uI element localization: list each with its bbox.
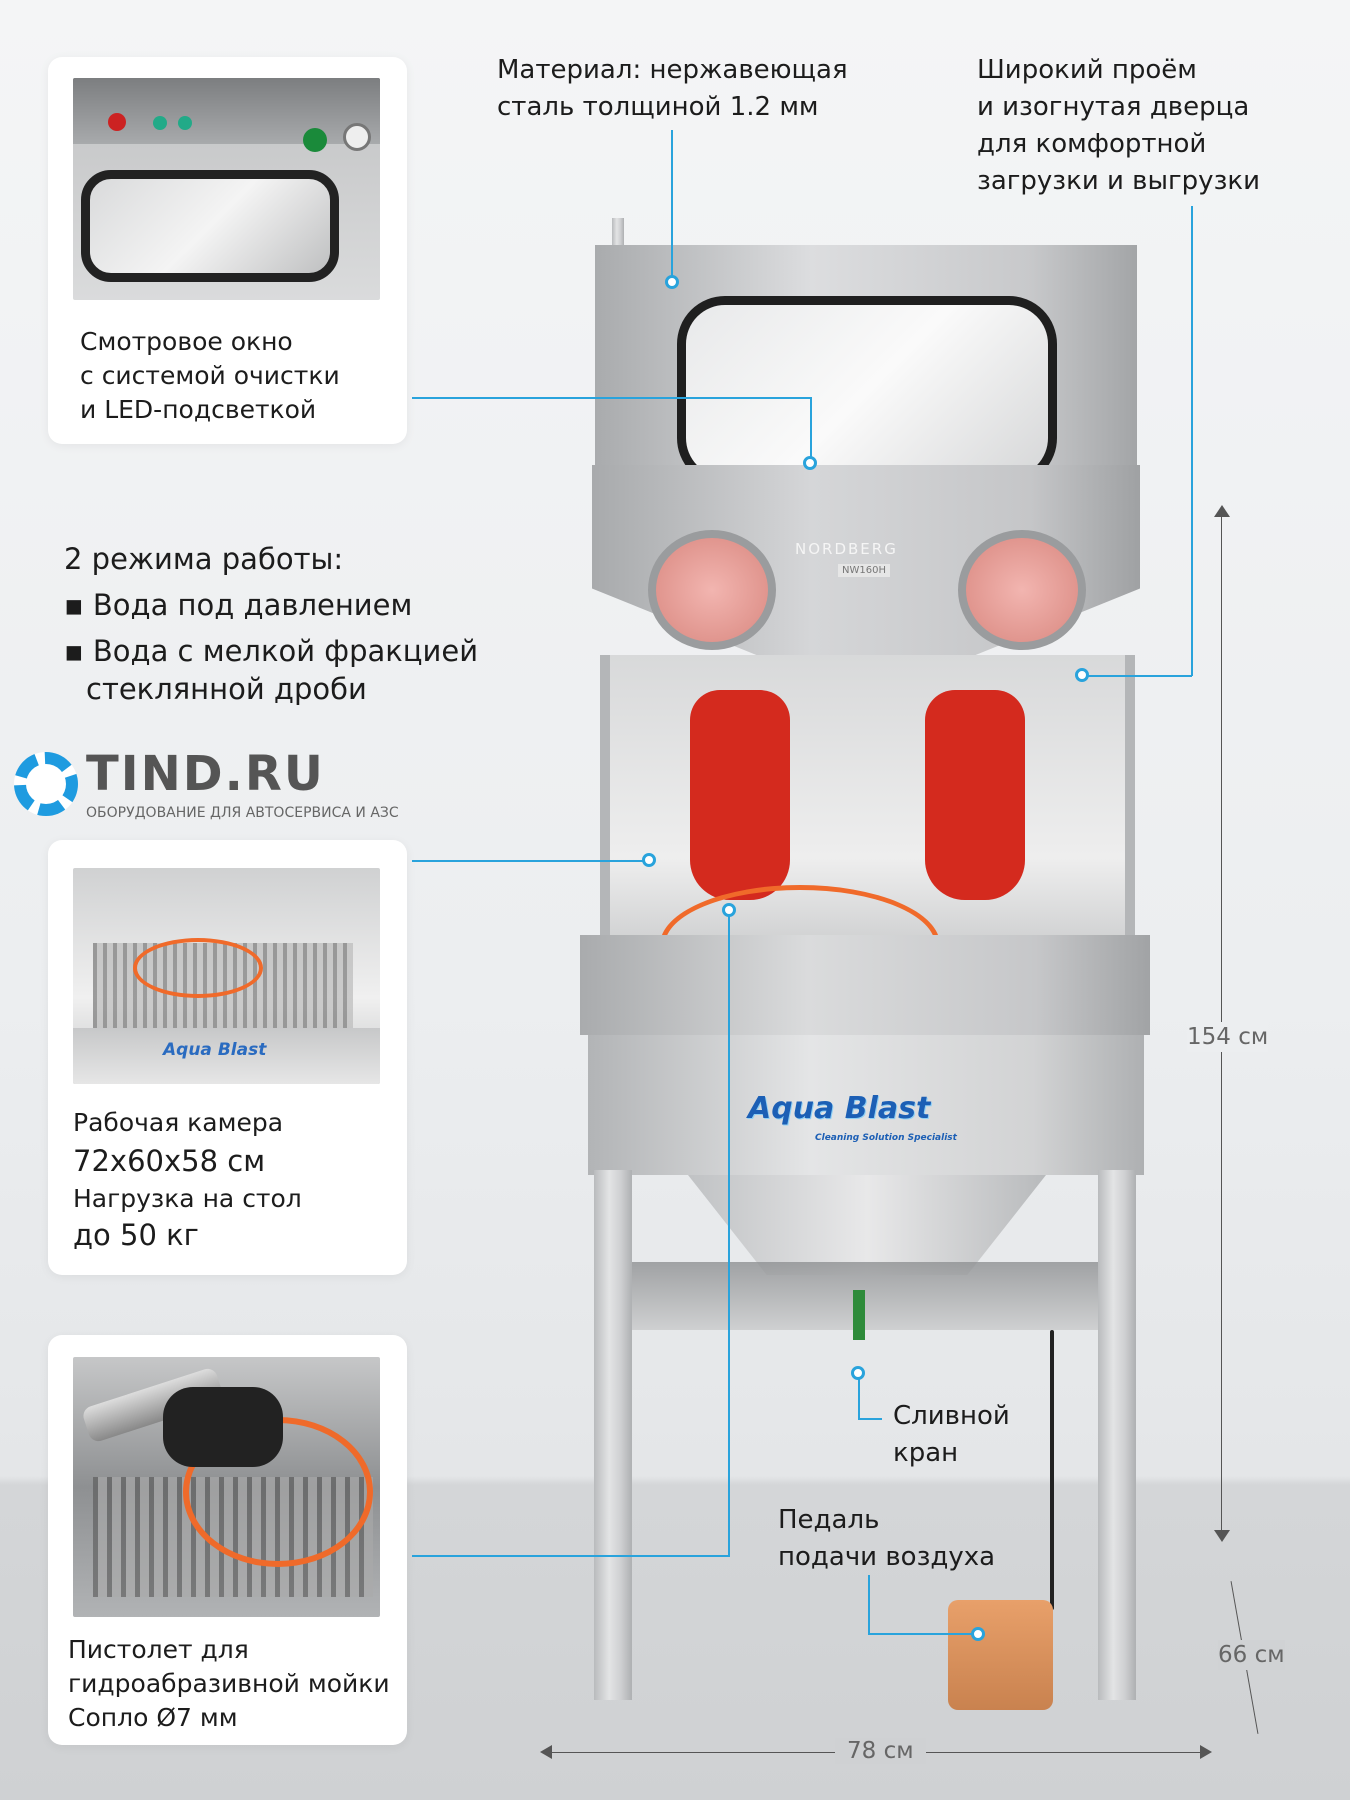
aqua-blast-tagline: Cleaning Solution Specialist: [815, 1133, 957, 1143]
viewing-window: [677, 296, 1057, 486]
hopper: [688, 1175, 1046, 1275]
chamber-label: Рабочая камера: [73, 1108, 284, 1137]
window-caption-line: и LED-подсветкой: [80, 395, 317, 424]
watermark-tagline: ОБОРУДОВАНИЕ ДЛЯ АВТОСЕРВИСА И АЗС: [86, 805, 399, 821]
gun-caption-line: гидроабразивной мойки: [68, 1669, 390, 1698]
spray-gun-photo: [73, 1357, 380, 1617]
material-caption-line: Материал: нержавеющая: [497, 55, 848, 85]
glove-left: [690, 690, 790, 900]
leg: [594, 1170, 632, 1700]
load-label: Нагрузка на стол: [73, 1184, 302, 1213]
watermark: TIND.RU ОБОРУДОВАНИЕ ДЛЯ АВТОСЕРВИСА И А…: [10, 748, 430, 828]
chamber-size: 72x60x58 см: [73, 1144, 266, 1178]
pedal-caption-line: подачи воздуха: [778, 1542, 996, 1572]
drain-caption-line: Сливной: [893, 1401, 1010, 1431]
glove-right: [925, 690, 1025, 900]
chamber-feature-card: Aqua Blast Рабочая камера 72x60x58 см На…: [48, 840, 407, 1275]
pedal-caption-line: Педаль: [778, 1505, 880, 1535]
mode-item-cont: стеклянной дроби: [86, 672, 367, 706]
glove-port-right: [958, 530, 1086, 650]
aqua-blast-logo: Aqua Blast: [748, 1091, 931, 1126]
window-caption-line: с системой очистки: [80, 361, 340, 390]
depth-label: 66 см: [1218, 1640, 1285, 1670]
chamber-photo: Aqua Blast: [73, 868, 380, 1084]
window-caption-line: Смотровое окно: [80, 327, 293, 356]
modes-title: 2 режима работы:: [64, 542, 344, 576]
height-label: 154 см: [1187, 1022, 1269, 1052]
aqua-blast-logo-small: Aqua Blast: [163, 1040, 267, 1060]
door-caption-line: Широкий проём: [977, 55, 1197, 85]
drain-valve: [853, 1290, 865, 1340]
door-caption-line: для комфортной: [977, 129, 1207, 159]
model-label: NW160H: [838, 564, 890, 577]
window-feature-card: Смотровое окно с системой очистки и LED-…: [48, 57, 407, 444]
gun-caption-line: Пистолет для: [68, 1635, 249, 1664]
load-value: до 50 кг: [73, 1218, 199, 1252]
door-caption-line: загрузки и выгрузки: [977, 166, 1260, 196]
material-caption-line: сталь толщиной 1.2 мм: [497, 92, 819, 122]
glove-port-left: [648, 530, 776, 650]
mode-item: Вода с мелкой фракцией: [92, 634, 479, 668]
brand-name: NORDBERG: [795, 540, 898, 558]
gear-logo-icon: [14, 752, 78, 816]
width-label: 78 см: [835, 1738, 926, 1764]
mode-item: Вода под давлением: [92, 588, 413, 622]
door-caption-line: и изогнутая дверца: [977, 92, 1250, 122]
control-panel-photo: [73, 78, 380, 300]
watermark-name: TIND.RU: [86, 746, 325, 802]
leg: [1098, 1170, 1136, 1700]
gun-caption-line: Сопло Ø7 мм: [68, 1703, 238, 1732]
gun-feature-card: Пистолет для гидроабразивной мойки Сопло…: [48, 1335, 407, 1745]
modes-block: 2 режима работы: ▪ Вода под давлением ▪ …: [64, 542, 479, 706]
air-pedal: [948, 1600, 1053, 1710]
drain-caption-line: кран: [893, 1438, 959, 1468]
